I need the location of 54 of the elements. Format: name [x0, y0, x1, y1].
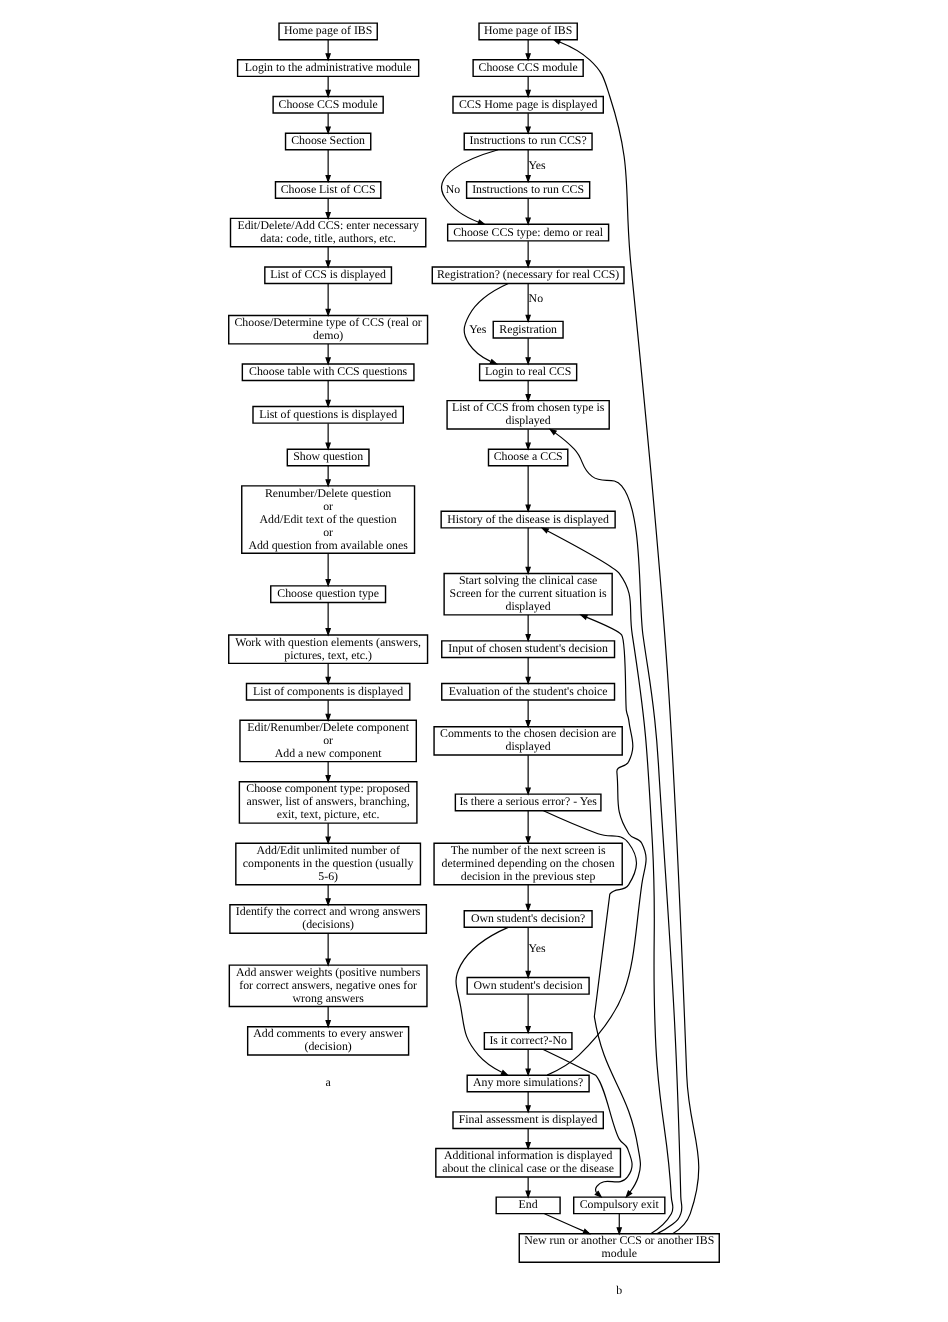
arrow	[525, 149, 532, 184]
arrow	[525, 240, 532, 269]
arrow	[525, 380, 532, 403]
arrow	[325, 422, 332, 451]
arrow	[525, 39, 532, 62]
arrow	[525, 754, 532, 796]
arrow	[525, 614, 532, 643]
arrow	[325, 761, 332, 784]
arrow	[546, 614, 647, 1076]
arrow	[525, 527, 532, 576]
arrow	[552, 39, 700, 1235]
arrow	[525, 428, 532, 451]
arrow	[525, 112, 532, 135]
arrow	[525, 699, 532, 729]
arrow	[441, 149, 499, 225]
arrow	[325, 552, 332, 588]
arrow	[525, 884, 532, 913]
arrow	[325, 380, 332, 409]
arrow	[525, 1048, 532, 1077]
arrow	[325, 1006, 332, 1029]
arrow	[525, 75, 532, 99]
arrow	[525, 810, 532, 845]
arrow	[525, 993, 532, 1035]
arrow	[525, 657, 532, 686]
arrow	[525, 283, 532, 324]
arrow	[325, 112, 332, 135]
arrow	[525, 1091, 532, 1114]
arrow	[325, 465, 332, 488]
arrow	[325, 884, 332, 907]
arrow	[543, 1213, 592, 1235]
arrow	[325, 602, 332, 637]
arrow	[325, 149, 332, 184]
arrow	[325, 662, 332, 686]
arrow	[525, 927, 532, 980]
arrow	[455, 926, 510, 1076]
arrow	[525, 1176, 532, 1199]
arrow	[525, 197, 532, 226]
arrow	[548, 428, 683, 1235]
arrow	[325, 822, 332, 845]
arrow	[525, 1128, 532, 1151]
arrow	[325, 699, 332, 722]
arrow	[542, 810, 641, 1199]
arrow	[325, 39, 332, 62]
arrow	[325, 197, 332, 221]
arrow	[542, 1048, 633, 1199]
arrow	[325, 75, 332, 99]
arrow	[325, 343, 332, 366]
arrow	[463, 283, 509, 365]
arrow	[325, 246, 332, 269]
arrow	[325, 283, 332, 318]
arrow	[525, 337, 532, 366]
arrow	[525, 465, 532, 513]
arrow	[540, 527, 674, 1235]
arrow	[325, 932, 332, 967]
